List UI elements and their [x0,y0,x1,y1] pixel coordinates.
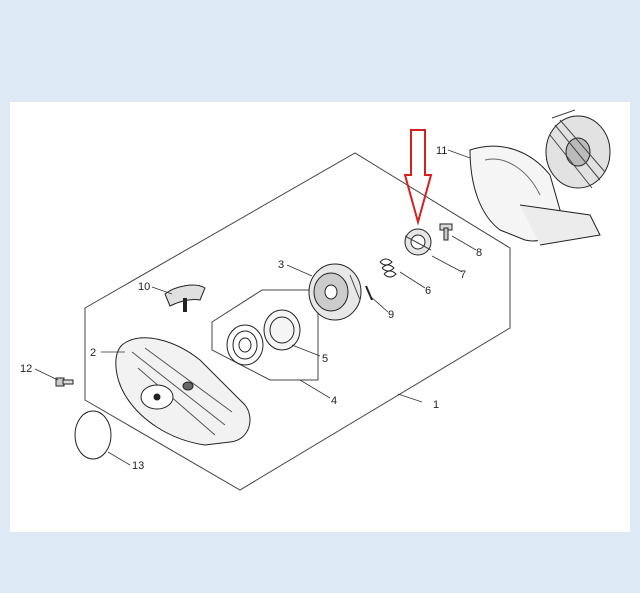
starter-housing [115,337,251,446]
highlight-arrow [403,129,433,226]
callout-7: 7 [460,269,466,281]
recoil-spring [226,309,301,366]
callout-3: 3 [278,259,284,271]
callout-4: 4 [331,395,337,407]
leader-lines [34,149,477,466]
flywheel [545,109,611,189]
fan-cover [469,145,601,246]
rope-pulley [308,263,362,321]
pawl-spring [379,258,397,278]
callout-6: 6 [425,285,431,297]
assembly-outline [84,152,511,491]
callout-8: 8 [476,247,482,259]
cover-disc [74,410,112,460]
guide-pin [365,285,373,301]
callout-labels: 1 2 3 4 5 6 7 8 9 10 11 12 13 [20,145,482,472]
callout-12: 12 [20,363,32,375]
starter-handle [164,284,206,312]
center-screw [439,223,453,241]
housing-bolt [55,377,74,387]
callout-13: 13 [132,460,144,472]
callout-11: 11 [436,145,447,157]
callout-2: 2 [90,347,96,359]
callout-1: 1 [433,399,439,411]
ratchet [404,228,432,256]
callout-9: 9 [388,309,394,321]
subassembly-outline [211,289,319,381]
callout-10: 10 [138,281,150,293]
callout-5: 5 [322,353,328,365]
